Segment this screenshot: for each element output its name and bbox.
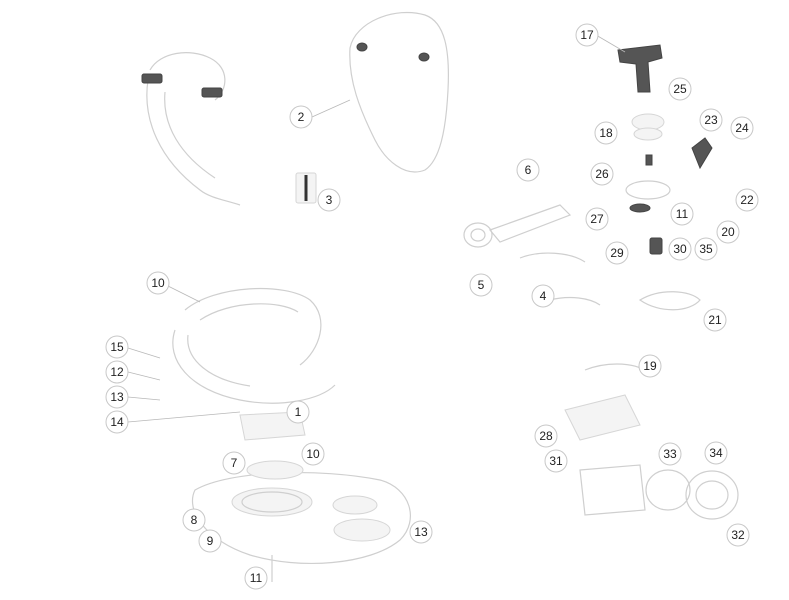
callout: 14	[105, 410, 129, 434]
part-lid	[349, 11, 449, 173]
callout: 10	[146, 271, 170, 295]
callout-label: 13	[414, 525, 428, 539]
callout: 28	[534, 424, 558, 448]
callout: 34	[704, 441, 728, 465]
callout-label: 21	[708, 313, 722, 327]
callout-label: 13	[110, 390, 124, 404]
part-seat-ring	[172, 287, 336, 441]
callout: 2	[289, 105, 313, 129]
callout: 1	[286, 400, 310, 424]
callout-label: 33	[663, 447, 677, 461]
callout-label: 10	[306, 447, 320, 461]
callout-label: 27	[590, 212, 604, 226]
callout: 13	[105, 385, 129, 409]
callout: 19	[638, 354, 662, 378]
callout-label: 8	[191, 513, 198, 527]
callout-label: 25	[673, 82, 687, 96]
callout: 9	[198, 529, 222, 553]
callout: 21	[703, 308, 727, 332]
callout-label: 11	[676, 207, 689, 221]
callout-label: 6	[525, 163, 532, 177]
lid-bumper-left	[356, 42, 368, 52]
callout: 33	[658, 442, 682, 466]
lid-bumper-right	[418, 52, 430, 62]
callout: 26	[590, 162, 614, 186]
callout-label: 19	[643, 359, 657, 373]
callout-label: 5	[478, 278, 485, 292]
callout: 15	[105, 335, 129, 359]
callout-label: 17	[580, 28, 594, 42]
callout: 24	[730, 116, 754, 140]
callout-label: 10	[151, 276, 165, 290]
hinge-pad-right	[201, 87, 223, 98]
callout-label: 22	[740, 193, 754, 207]
callout: 17	[575, 23, 599, 47]
callout-label: 3	[326, 193, 333, 207]
callout: 25	[668, 77, 692, 101]
part-control-panel	[564, 363, 739, 520]
callout-label: 12	[110, 365, 124, 379]
callout: 4	[531, 284, 555, 308]
callout: 35	[694, 237, 718, 261]
callout-label: 23	[704, 113, 718, 127]
part-seat-cover-upper	[141, 52, 241, 206]
callout: 7	[222, 451, 246, 475]
callout: 31	[544, 449, 568, 473]
callout: 3	[317, 188, 341, 212]
callout-label: 31	[549, 454, 563, 468]
part-valve-knob	[617, 44, 713, 255]
callout: 5	[469, 273, 493, 297]
hinge-pad-left	[141, 73, 163, 84]
callout: 23	[699, 108, 723, 132]
callout-label: 35	[699, 242, 713, 256]
callout-label: 26	[595, 167, 609, 181]
part-hinge-pin	[295, 172, 317, 204]
callout: 13	[409, 520, 433, 544]
callout-label: 15	[110, 340, 124, 354]
callout: 32	[726, 523, 750, 547]
callout: 29	[605, 241, 629, 265]
callout-label: 30	[673, 242, 687, 256]
callout: 11	[670, 202, 694, 226]
callout: 20	[716, 220, 740, 244]
callout-label: 4	[540, 289, 547, 303]
callout-label: 14	[110, 415, 124, 429]
part-base-plate	[191, 460, 411, 582]
leader-lines	[127, 34, 626, 423]
callout: 10	[301, 442, 325, 466]
callout: 11	[244, 566, 268, 590]
callout-label: 24	[735, 121, 749, 135]
callout: 12	[105, 360, 129, 384]
callout-label: 32	[731, 528, 745, 542]
callout-label: 28	[539, 429, 553, 443]
callout-label: 34	[709, 446, 723, 460]
callout: 8	[182, 508, 206, 532]
callout: 6	[516, 158, 540, 182]
callout-label: 7	[231, 456, 238, 470]
callout: 22	[735, 188, 759, 212]
callout-label: 1	[295, 405, 302, 419]
callout: 30	[668, 237, 692, 261]
callout-label: 20	[721, 225, 735, 239]
valve-stem	[645, 154, 653, 166]
callout-label: 11	[250, 571, 263, 585]
callout-label: 29	[610, 246, 624, 260]
part-side-fittings	[463, 204, 701, 311]
callout-label: 18	[599, 126, 613, 140]
callout: 18	[594, 121, 618, 145]
callout-label: 2	[298, 110, 305, 124]
valve-connector	[691, 137, 713, 170]
callout-label: 9	[207, 534, 214, 548]
callout: 27	[585, 207, 609, 231]
